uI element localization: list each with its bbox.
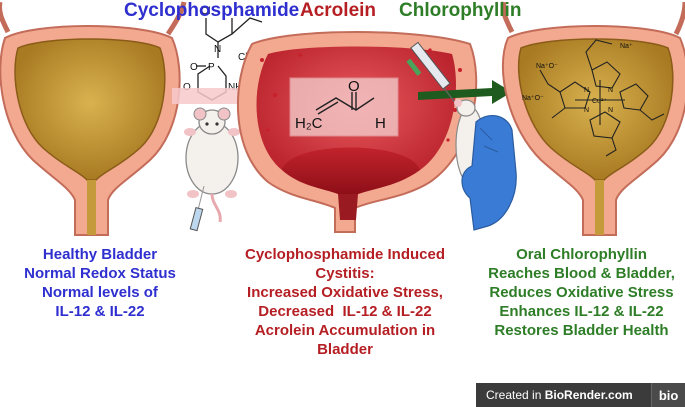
title-chlorophyllin: Chlorophyllin	[399, 0, 522, 21]
caption-chlorophyllin: Oral Chlorophyllin Reaches Blood & Bladd…	[478, 245, 685, 340]
syringe-icon	[406, 41, 463, 113]
acrolein-labels: H₂C O H	[295, 78, 386, 132]
label-nh: NH	[228, 82, 242, 93]
chlorophyllin-structure	[539, 39, 665, 157]
label-cl-1: Cl	[201, 6, 210, 17]
label-cl-2: Cl	[238, 52, 247, 63]
label-n-3: N	[584, 107, 589, 114]
label-na: Na⁺	[620, 43, 633, 50]
caption-line: Bladder	[317, 341, 373, 358]
caption-line: Oral Chlorophyllin	[516, 246, 647, 263]
label-o-ring: O	[183, 82, 191, 93]
label-n-1: N	[584, 87, 589, 94]
label-o: O	[348, 78, 360, 95]
caption-line: Increased Oxidative Stress,	[247, 284, 443, 301]
title-acrolein: Acrolein	[300, 0, 377, 21]
arrow-icon	[172, 78, 272, 114]
caption-line: Healthy Bladder	[42, 246, 158, 263]
caption-line: Cyclophosphamide Induced	[244, 246, 446, 263]
caption-line: IL-12 & IL-22	[55, 303, 145, 320]
label-h: H	[375, 115, 386, 132]
cyclophosphamide-labels: Cl Cl N O P O NH	[183, 6, 247, 93]
label-n: N	[214, 44, 221, 55]
caption-line: Cystitis:	[315, 265, 375, 282]
bladder-restored-icon	[501, 1, 685, 236]
biorender-text: Created in BioRender.com	[476, 388, 651, 402]
bladder-inflamed-icon	[236, 31, 478, 233]
caption-healthy-bladder: Healthy Bladder Normal Redox Status Norm…	[0, 245, 200, 321]
label-n-2: N	[608, 87, 613, 94]
caption-line: Enhances IL-12 & IL-22	[499, 303, 664, 320]
caption-line: Restores Bladder Health	[494, 322, 669, 339]
badge-brand: BioRender.com	[544, 388, 633, 402]
caption-line: Normal Redox Status	[24, 265, 176, 282]
caption-line: Reaches Blood & Bladder,	[488, 265, 675, 282]
title-cyclophosphamide: Cyclophosphamide	[124, 0, 300, 21]
label-o-top: O	[190, 62, 198, 73]
cyclophosphamide-structure	[196, 18, 233, 101]
syringe-icon	[189, 185, 205, 232]
label-nao-1: Na⁺O⁻	[536, 63, 558, 70]
label-h2c: H₂C	[295, 115, 323, 132]
caption-line: Normal levels of	[42, 284, 158, 301]
acrolein-structure	[315, 92, 375, 115]
bio-logo-icon: bio	[651, 383, 685, 407]
bladder-healthy-icon	[0, 1, 187, 236]
caption-line: Reduces Oxidative Stress	[489, 284, 674, 301]
arrow-icon	[418, 80, 512, 104]
caption-line: Acrolein Accumulation in	[254, 322, 436, 339]
label-nao-2: Na⁺O⁻	[522, 95, 544, 102]
caption-cystitis: Cyclophosphamide Induced Cystitis: Incre…	[200, 245, 490, 359]
chlorophyllin-labels: Na⁺ Na⁺O⁻ Na⁺O⁻ N N N N Cu²⁺	[522, 43, 633, 114]
badge-prefix: Created in	[486, 388, 545, 402]
caption-line: Decreased IL-12 & IL-22	[258, 303, 432, 320]
biorender-badge[interactable]: Created in BioRender.com bio	[476, 383, 685, 407]
gloved-hand-icon	[461, 114, 517, 231]
label-p: P	[208, 62, 215, 73]
mouse-icon	[184, 107, 240, 223]
label-n-4: N	[608, 107, 613, 114]
label-cu: Cu²⁺	[592, 98, 607, 105]
